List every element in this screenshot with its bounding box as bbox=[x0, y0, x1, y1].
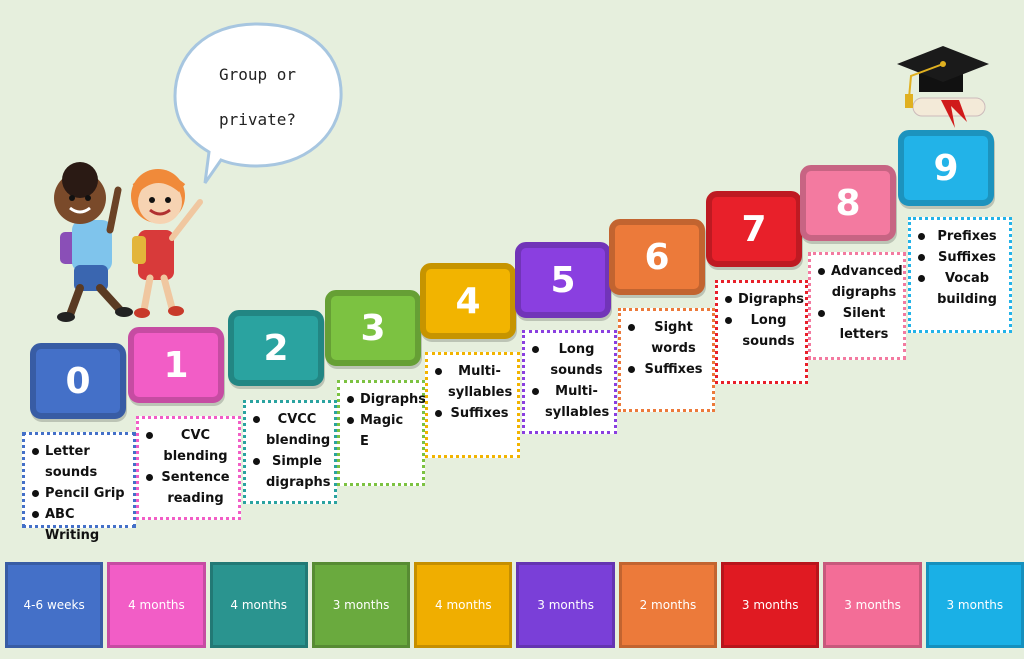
skill-item: Suffixes bbox=[627, 359, 706, 380]
step-number: 5 bbox=[550, 259, 576, 301]
graduation-cap-icon bbox=[897, 46, 989, 128]
step-4-block: 4 bbox=[420, 263, 516, 339]
skill-item: Sentence reading bbox=[145, 467, 232, 509]
duration-label: 4-6 weeks bbox=[23, 598, 85, 612]
skill-item: Multi-syllables bbox=[434, 361, 512, 403]
skill-item: Simple digraphs bbox=[252, 451, 331, 493]
skill-item: Suffixes bbox=[917, 247, 1003, 268]
speech-line-1: Group or bbox=[218, 65, 297, 84]
skill-item: CVCC blending bbox=[252, 409, 330, 451]
step-number: 7 bbox=[741, 208, 767, 250]
duration-label: 4 months bbox=[435, 598, 492, 612]
speech-line-2: private? bbox=[218, 110, 297, 129]
skill-item: ABC Writing bbox=[31, 504, 127, 546]
skill-item: Digraphs bbox=[346, 389, 426, 410]
skill-item: Digraphs bbox=[724, 289, 804, 310]
skill-item: Long sounds bbox=[531, 339, 608, 381]
skill-item: CVC blending bbox=[145, 425, 232, 467]
step-number: 8 bbox=[835, 182, 861, 224]
step-2-block: 2 bbox=[228, 310, 324, 386]
duration-label: 4 months bbox=[230, 598, 288, 612]
skill-item: Suffixes bbox=[434, 403, 511, 424]
step-1-block: 1 bbox=[128, 327, 224, 403]
timeline-segment-4: 4 months bbox=[414, 562, 513, 648]
step-number: 4 bbox=[455, 280, 481, 322]
timeline-segment-6: 2 months bbox=[618, 562, 718, 648]
skill-item: Magic E bbox=[346, 410, 416, 452]
girl-figure bbox=[131, 169, 203, 318]
timeline-segment-2: 4 months bbox=[209, 562, 308, 648]
step-0-block: 0 bbox=[30, 343, 126, 419]
step-number: 1 bbox=[163, 344, 189, 386]
children-illustration bbox=[54, 162, 203, 322]
step-7-block: 7 bbox=[706, 191, 802, 267]
skill-item: Long sounds bbox=[724, 310, 799, 352]
skill-item: Multi-syllables bbox=[531, 381, 609, 423]
duration-label: 4 months bbox=[128, 598, 185, 612]
step-number: 6 bbox=[644, 236, 670, 278]
speech-bubble-text: Group or private? bbox=[190, 52, 325, 142]
timeline-bar: 4-6 weeks 4 months 4 months 3 months 4 month… bbox=[5, 562, 1024, 648]
speech-bubble bbox=[173, 22, 343, 184]
timeline-segment-3: 3 months bbox=[311, 562, 411, 648]
skill-item: Silent letters bbox=[817, 303, 897, 345]
duration-label: 3 months bbox=[844, 598, 901, 612]
duration-label: 3 months bbox=[537, 598, 594, 612]
duration-label: 3 months bbox=[741, 598, 799, 612]
skill-item: Letter sounds bbox=[31, 441, 127, 483]
timeline-segment-7: 3 months bbox=[721, 562, 820, 648]
duration-label: 2 months bbox=[639, 598, 697, 612]
step-5-block: 5 bbox=[515, 242, 611, 318]
timeline-segment-8: 3 months bbox=[823, 562, 922, 648]
duration-label: 3 months bbox=[332, 598, 390, 612]
step-9-block: 9 bbox=[898, 130, 994, 206]
step-number: 2 bbox=[263, 327, 289, 369]
step-6-block: 6 bbox=[609, 219, 705, 295]
step-number: 0 bbox=[65, 360, 91, 402]
step-3-block: 3 bbox=[325, 290, 421, 366]
timeline-segment-5: 3 months bbox=[516, 562, 615, 648]
step-number: 3 bbox=[360, 307, 386, 349]
step-8-block: 8 bbox=[800, 165, 896, 241]
boy-figure bbox=[54, 162, 133, 322]
timeline-segment-1: 4 months bbox=[107, 562, 206, 648]
step-number: 9 bbox=[933, 147, 959, 189]
timeline-segment-9: 3 months bbox=[925, 562, 1024, 648]
skill-item: Advanced digraphs bbox=[817, 261, 903, 303]
skill-item: Sight words bbox=[627, 317, 706, 359]
duration-label: 3 months bbox=[946, 598, 1004, 612]
skill-item: Prefixes bbox=[917, 226, 1003, 247]
timeline-segment-0: 4-6 weeks bbox=[5, 562, 104, 648]
skill-item: Pencil Grip bbox=[31, 483, 127, 504]
skill-item: Vocab building bbox=[917, 268, 1003, 310]
